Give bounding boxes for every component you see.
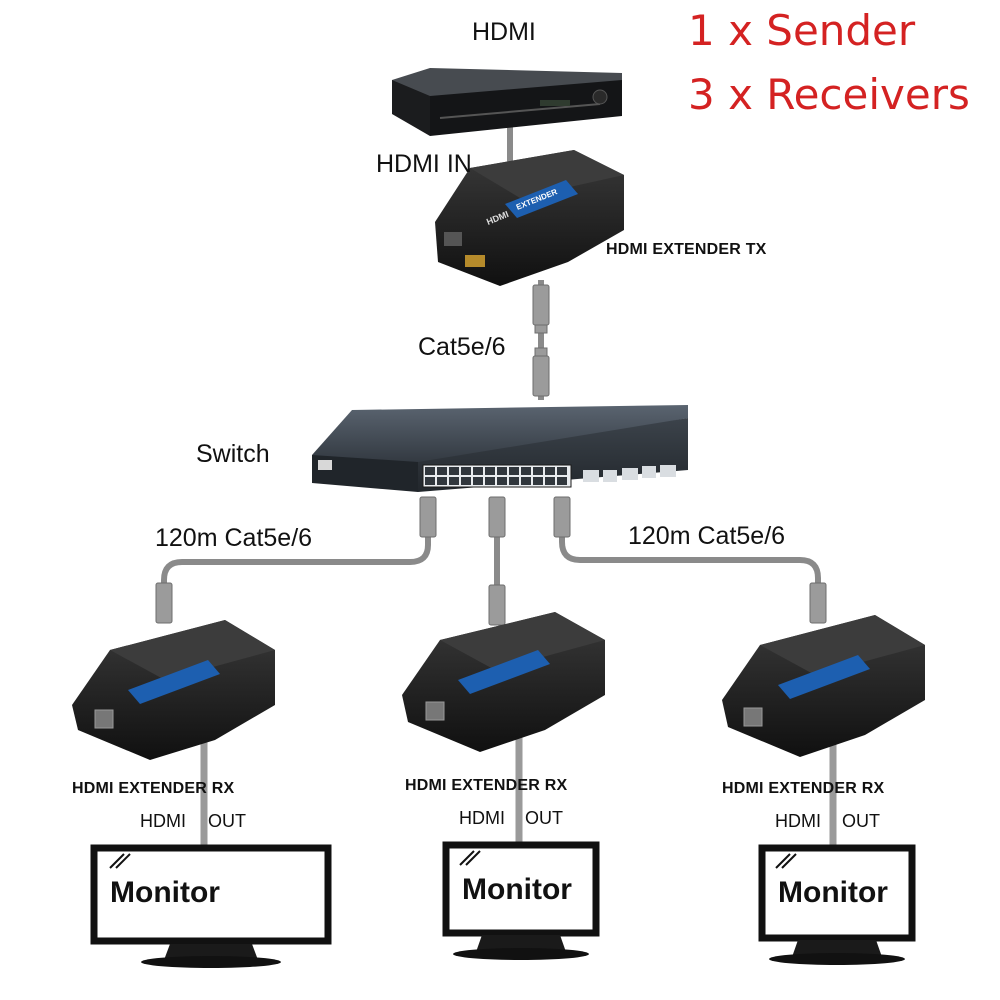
media-player-device [392, 68, 622, 136]
cable-switch-to-rx-left [161, 500, 431, 620]
cable-rx-to-monitors [200, 735, 837, 848]
label-hdmi-source: HDMI [472, 18, 536, 46]
rx-center-out: OUT [525, 808, 563, 828]
rx-right-hdmi: HDMI [775, 811, 821, 831]
label-extender-tx: HDMI EXTENDER TX [606, 241, 767, 258]
extender-tx-device [435, 150, 624, 286]
rx-right-out: OUT [842, 811, 880, 831]
monitor-frames [90, 841, 916, 968]
label-cat-left: 120m Cat5e/6 [155, 524, 313, 552]
label-cat-top: Cat5e/6 [418, 333, 506, 361]
rx-left-monitor: Monitor [110, 876, 220, 909]
rx-right-title: HDMI EXTENDER RX [722, 780, 885, 797]
network-switch-device [312, 405, 688, 492]
headline-receivers: 3 x Receivers [688, 70, 970, 119]
rx-center-monitor: Monitor [462, 873, 572, 906]
cable-switch-to-rx-right [559, 500, 821, 622]
headline-sender: 1 x Sender [688, 6, 916, 55]
rx-right-monitor: Monitor [778, 876, 888, 909]
rj45-connectors [155, 284, 827, 626]
label-switch: Switch [196, 440, 270, 468]
rx-left-hdmi: HDMI [140, 811, 186, 831]
rx-center-title: HDMI EXTENDER RX [405, 777, 568, 794]
rx-left-title: HDMI EXTENDER RX [72, 780, 235, 797]
extender-rx-device-left [72, 620, 275, 760]
extender-rx-device-center [402, 612, 605, 752]
rx-left-out: OUT [208, 811, 246, 831]
label-cat-right: 120m Cat5e/6 [628, 522, 786, 550]
rx-center-hdmi: HDMI [459, 808, 505, 828]
extender-rx-device-right [722, 615, 925, 757]
label-hdmi-in: HDMI IN [376, 150, 472, 178]
